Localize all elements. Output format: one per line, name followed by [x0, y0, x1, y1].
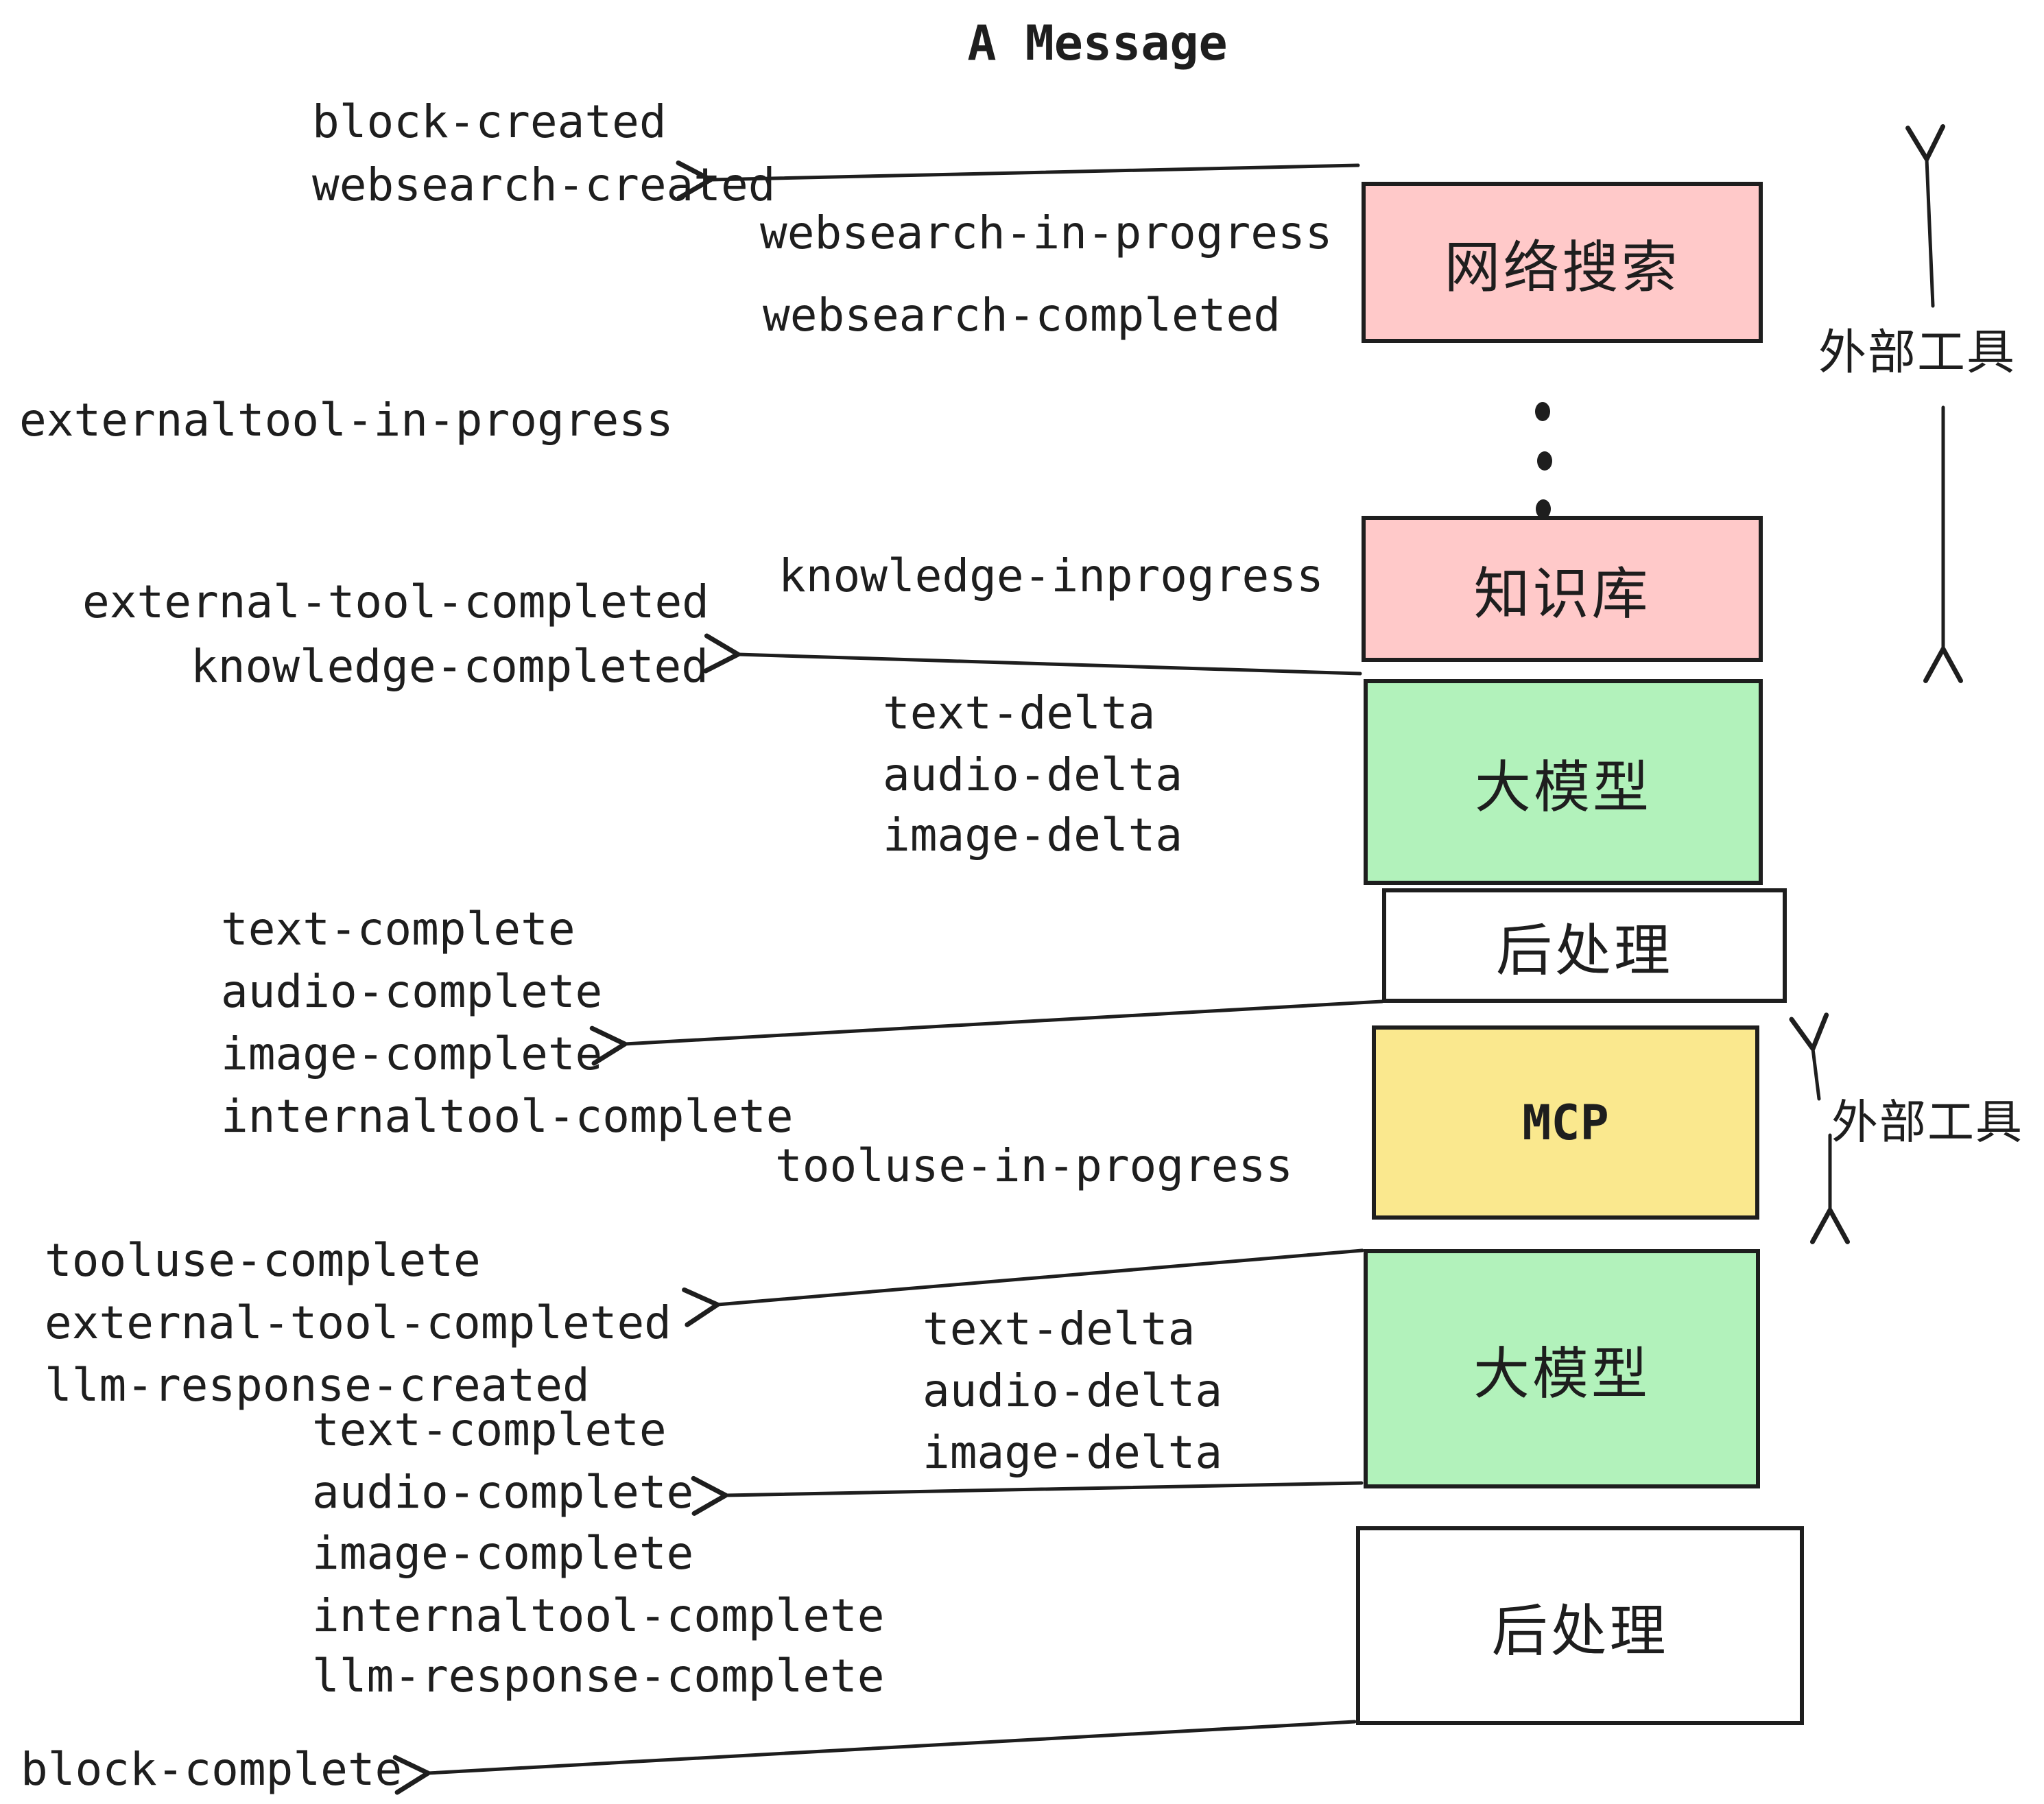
box-llm-1-label: 大模型 [1474, 756, 1652, 819]
box-knowledge-base: 知识库 [1362, 516, 1763, 662]
event-label-text-delta-1: text-delta [883, 687, 1156, 739]
box-mcp: MCP [1372, 1025, 1759, 1220]
event-label-llm-response-complete: llm-response-complete [312, 1650, 885, 1702]
diagram-title: A Message [967, 15, 1228, 71]
box-knowledge-base-label: 知识库 [1473, 563, 1651, 626]
event-label-external-tool-completed-2: external-tool-completed [45, 1296, 672, 1349]
event-label-websearch-created: websearch-created [312, 158, 776, 211]
external-tools-up-arrow-top [1905, 124, 1946, 308]
event-label-websearch-in-progress: websearch-in-progress [760, 206, 1333, 259]
event-label-internaltool-complete-2: internaltool-complete [312, 1589, 885, 1642]
event-label-knowledge-completed: knowledge-completed [191, 640, 709, 693]
event-label-block-complete: block-complete [21, 1743, 403, 1796]
event-label-image-delta-2: image-delta [923, 1426, 1223, 1479]
arrow-to-websearch-created [676, 161, 1360, 201]
event-label-tooluse-complete: tooluse-complete [45, 1234, 481, 1287]
box-websearch: 网络搜索 [1362, 182, 1763, 343]
external-tools-label-bottom: 外部工具 [1831, 1096, 2024, 1149]
event-label-knowledge-inprogress: knowledge-inprogress [779, 549, 1324, 602]
event-label-text-delta-2: text-delta [923, 1303, 1196, 1355]
box-postprocess-1-label: 后处理 [1495, 920, 1673, 982]
box-postprocess-2-label: 后处理 [1491, 1600, 1669, 1663]
external-tools-up-arrow-bottom [1789, 1012, 1829, 1101]
ellipsis-dots [1535, 402, 1552, 519]
event-label-websearch-completed: websearch-completed [763, 289, 1281, 342]
event-label-audio-delta-2: audio-delta [923, 1364, 1223, 1417]
event-label-image-delta-1: image-delta [883, 809, 1183, 862]
arrow-to-audio-complete [691, 1475, 1364, 1516]
box-postprocess-2: 后处理 [1356, 1526, 1804, 1725]
external-tools-label-top: 外部工具 [1818, 325, 2016, 379]
event-label-block-created: block-created [312, 95, 667, 148]
event-label-internaltool-complete-1: internaltool-complete [221, 1090, 794, 1143]
box-websearch-label: 网络搜索 [1444, 237, 1680, 299]
event-label-external-tool-completed-1: external-tool-completed [82, 575, 709, 628]
box-postprocess-1: 后处理 [1382, 888, 1787, 1003]
event-label-image-complete-1: image-complete [221, 1028, 603, 1080]
event-label-image-complete-2: image-complete [312, 1527, 694, 1580]
event-label-audio-delta-1: audio-delta [883, 748, 1183, 801]
box-llm-2-label: 大模型 [1473, 1343, 1650, 1405]
event-label-text-complete-1: text-complete [221, 903, 575, 956]
arrow-to-block-complete [392, 1720, 1357, 1795]
event-label-audio-complete-1: audio-complete [221, 965, 603, 1018]
event-label-llm-response-created: llm-response-created [45, 1359, 590, 1412]
event-label-externaltool-in-progress: externaltool-in-progress [19, 394, 674, 447]
event-label-text-complete-2: text-complete [312, 1403, 667, 1456]
box-mcp-label: MCP [1522, 1094, 1609, 1151]
event-label-audio-complete-2: audio-complete [312, 1466, 694, 1519]
arrow-to-image-complete [589, 999, 1384, 1066]
box-llm-2: 大模型 [1364, 1249, 1760, 1488]
box-llm-1: 大模型 [1364, 679, 1763, 885]
arrow-to-external-tool-completed [682, 1248, 1364, 1327]
event-label-tooluse-in-progress: tooluse-in-progress [775, 1139, 1293, 1192]
arrow-to-knowledge-completed [703, 633, 1362, 676]
